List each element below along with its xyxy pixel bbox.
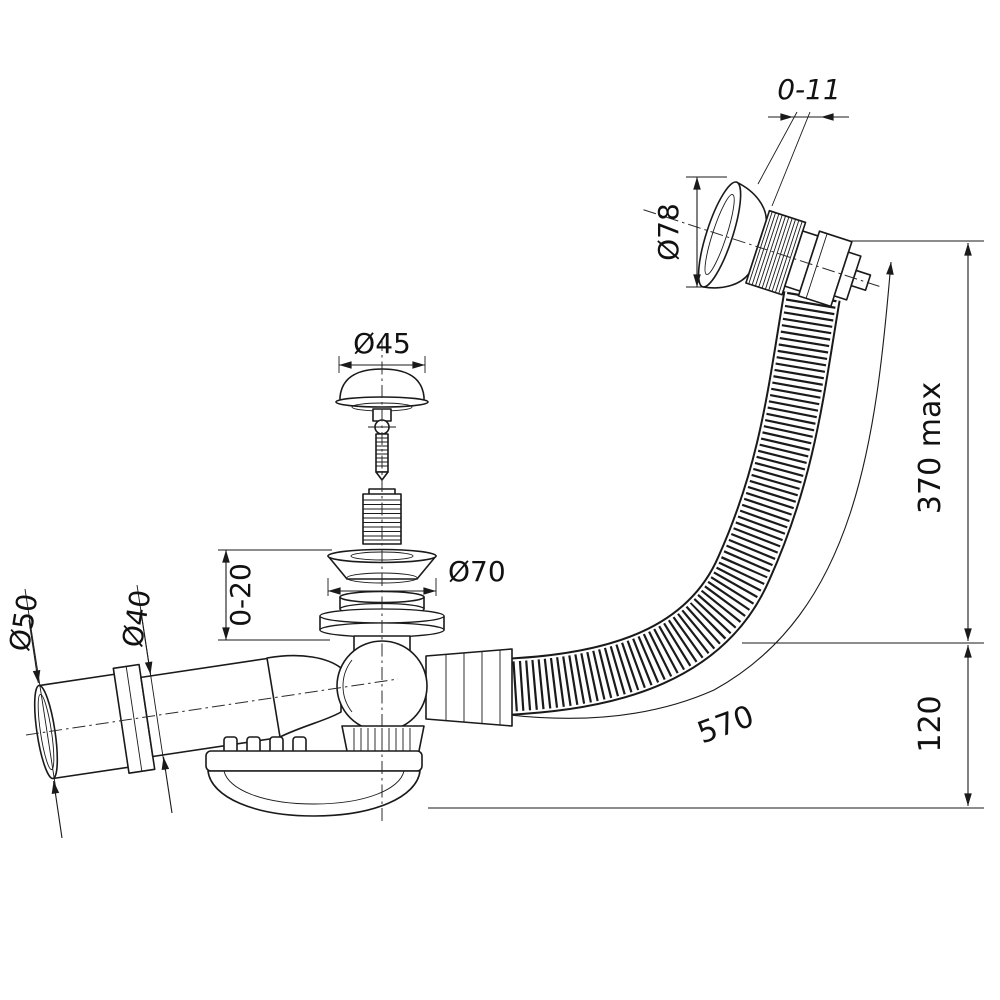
rod-tip — [375, 471, 389, 481]
pipe-ring-line — [125, 666, 143, 772]
arrow-bottom — [51, 780, 63, 839]
cup-rim — [205, 750, 423, 772]
dim-overflow-travel: 0-11 — [757, 73, 849, 207]
trap-cup — [205, 736, 423, 817]
dim-outlet-inner-diameter: Ø40 — [116, 584, 173, 814]
label-flange-depth: 0-20 — [224, 563, 257, 627]
cap-dome — [339, 368, 425, 401]
outlet-centerline — [25, 678, 399, 736]
hose-length-curve — [485, 261, 894, 719]
flexible-hose — [503, 291, 841, 716]
dim-trap-depth: 120 — [428, 644, 984, 809]
label-overflow-travel: 0-11 — [777, 73, 841, 106]
label-outlet-outer-diameter: Ø50 — [3, 591, 45, 653]
dim-overflow-diameter: Ø78 — [652, 176, 727, 288]
arrow-top — [140, 611, 153, 675]
label-overflow-diameter: Ø78 — [652, 203, 685, 261]
label-outlet-inner-diameter: Ø40 — [116, 587, 158, 649]
label-hose-length: 570 — [693, 699, 759, 751]
outlet-elbow — [266, 654, 342, 738]
dim-outlet-outer-diameter: Ø50 — [3, 588, 63, 839]
dim-flange-depth: 0-20 — [218, 549, 332, 641]
label-flange-diameter: Ø70 — [448, 555, 506, 588]
label-plug-diameter: Ø45 — [353, 327, 411, 360]
dim-flange-diameter: Ø70 — [327, 555, 506, 596]
hose-corrugation — [503, 291, 837, 712]
ext-line-a — [757, 111, 798, 185]
cup-dish — [207, 770, 421, 817]
tee-ball-contour — [342, 659, 353, 713]
overflow-centerline — [643, 209, 884, 289]
hose-nut-ribs — [445, 650, 501, 726]
hose-nut — [425, 648, 513, 727]
label-overall-height: 370 max — [913, 382, 948, 514]
overflow-assembly — [643, 181, 884, 308]
dim-axis-d50 — [24, 588, 57, 791]
dim-plug-diameter: Ø45 — [338, 327, 426, 373]
ext-line-b — [771, 111, 811, 207]
arrow-bottom — [161, 756, 173, 814]
label-trap-depth: 120 — [913, 695, 948, 752]
hose-nut-body — [425, 648, 513, 727]
dim-overall-height: 370 max — [742, 240, 984, 644]
centerlines — [25, 338, 399, 824]
cup-dish-inner — [223, 770, 405, 805]
arrow-top — [28, 619, 41, 684]
